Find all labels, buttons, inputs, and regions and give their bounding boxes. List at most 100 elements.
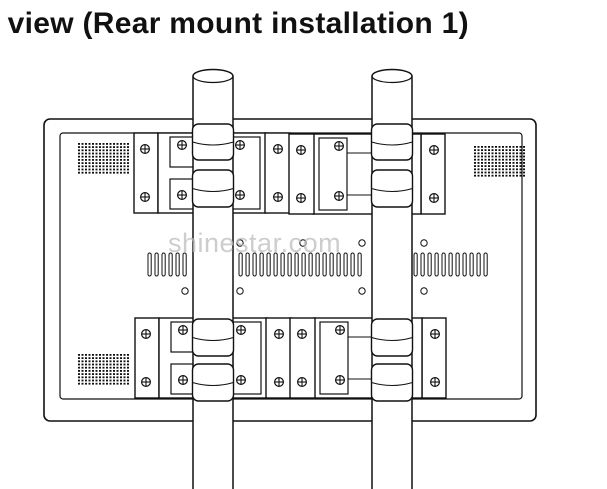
grille-dot: [116, 165, 119, 168]
grille-dot: [106, 165, 108, 168]
grille-dot: [92, 379, 94, 382]
collar-seam: [371, 382, 413, 386]
grille-dot: [88, 360, 91, 363]
grille-dot: [113, 370, 115, 372]
vent-slot: [350, 252, 355, 277]
grille-dot: [116, 376, 119, 379]
collar-seam: [371, 337, 413, 341]
grille-dot: [106, 149, 108, 152]
grille-dot: [481, 165, 483, 167]
grille-dot: [116, 143, 119, 145]
grille-dot: [488, 152, 490, 155]
screw-icon: [296, 145, 307, 156]
grille-dot: [516, 162, 518, 164]
collar-seam: [192, 382, 234, 386]
grille-dot: [81, 360, 84, 363]
vent-slot: [252, 252, 257, 277]
grille-dot: [109, 165, 112, 168]
grille-dot: [99, 373, 101, 375]
grille-dot: [481, 149, 483, 151]
screw-icon: [334, 141, 345, 152]
grille-dot: [95, 159, 98, 161]
grille-dot: [81, 373, 84, 375]
grille-dot: [78, 143, 80, 145]
grille-dot: [85, 159, 87, 161]
grille-dot: [519, 155, 522, 158]
grille-dot: [509, 158, 511, 161]
grille-dot: [102, 165, 105, 168]
vent-slot: [455, 252, 460, 277]
grille-dot: [512, 146, 515, 148]
grille-dot: [120, 360, 122, 363]
grille-dot: [516, 149, 518, 151]
grille-dot: [509, 155, 511, 158]
screw-icon: [140, 144, 151, 155]
grille-dot: [120, 143, 122, 145]
grille-dot: [519, 174, 522, 177]
grille-dot: [106, 370, 108, 372]
grille-dot: [523, 171, 525, 174]
grille-dot: [120, 155, 122, 158]
grille-dot: [123, 366, 126, 369]
grille-dot: [88, 149, 91, 152]
grille-dot: [85, 171, 87, 174]
grille-dot: [95, 146, 98, 148]
vent-slot: [322, 252, 327, 277]
grille-dot: [116, 159, 119, 161]
grille-dot: [120, 171, 122, 174]
grille-dot: [109, 168, 112, 171]
grille-dot: [474, 146, 476, 148]
grille-dot: [488, 146, 490, 148]
grille-dot: [99, 168, 101, 171]
grille-dot: [123, 370, 126, 372]
grille-dot: [81, 379, 84, 382]
grille-dot: [116, 149, 119, 152]
grille-dot: [498, 158, 501, 161]
grille-dot: [512, 158, 515, 161]
grille-dot: [106, 363, 108, 366]
grille-dot: [488, 158, 490, 161]
grille-dot: [81, 370, 84, 372]
grille-dot: [88, 354, 91, 356]
grille-dot: [516, 152, 518, 155]
vent-slot: [357, 252, 362, 277]
grille-dot: [481, 146, 483, 148]
grille-dot: [123, 171, 126, 174]
grille-dot: [113, 357, 115, 359]
grille-dot: [92, 376, 94, 379]
grille-dot: [81, 149, 84, 152]
screw-icon: [273, 144, 284, 155]
grille-dot: [99, 155, 101, 158]
grille-dot: [102, 379, 105, 382]
grille-dot: [85, 366, 87, 369]
grille-dot: [127, 360, 129, 363]
grille-dot: [505, 158, 508, 161]
vent-slot: [483, 252, 488, 277]
grille-dot: [109, 363, 112, 366]
screw-icon: [334, 191, 345, 202]
grille-dot: [99, 146, 101, 148]
grille-dot: [127, 376, 129, 379]
grille-dot: [498, 152, 501, 155]
vent-slot: [147, 252, 152, 277]
grille-dot: [95, 370, 98, 372]
grille-dot: [95, 382, 98, 385]
grille-dot: [109, 162, 112, 164]
grille-dot: [516, 171, 518, 174]
grille-dot: [495, 174, 497, 177]
grille-dot: [106, 162, 108, 164]
grille-dot: [502, 158, 504, 161]
mounting-hole: [181, 287, 189, 295]
panel-outer-edge: [43, 118, 537, 422]
grille-dot: [495, 146, 497, 148]
grille-dot: [116, 171, 119, 174]
grille-dot: [502, 146, 504, 148]
grille-dot: [85, 146, 87, 148]
grille-dot: [88, 159, 91, 161]
grille-dot: [78, 357, 80, 359]
grille-dot: [109, 159, 112, 161]
grille-dot: [116, 168, 119, 171]
grille-dot: [120, 366, 122, 369]
grille-dot: [99, 357, 101, 359]
vent-slot: [301, 252, 306, 277]
